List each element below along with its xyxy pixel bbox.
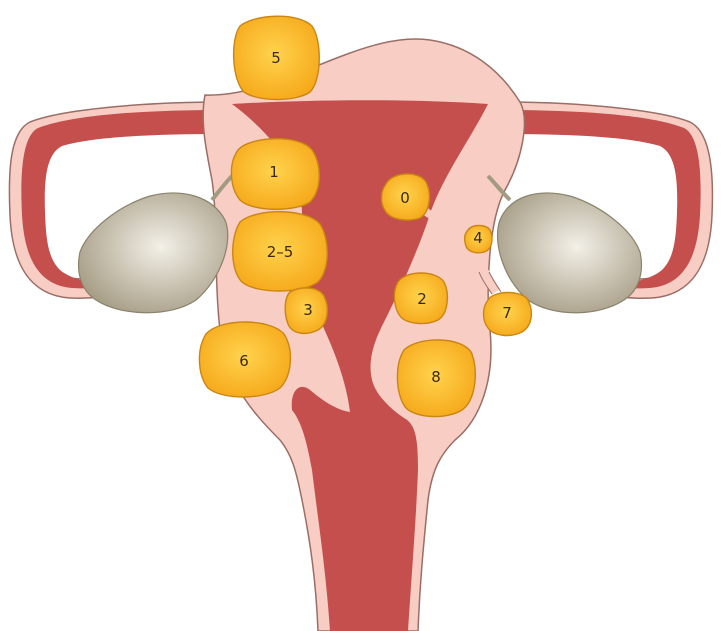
fibroid-label: 4 xyxy=(473,229,483,247)
fibroid-label: 2–5 xyxy=(267,243,294,261)
fibroid-0-pedunculated-submucosal: 0 xyxy=(382,174,430,220)
left-ovary xyxy=(79,193,228,313)
fibroid-label: 7 xyxy=(502,304,512,322)
fibroid-label: 0 xyxy=(400,189,410,207)
fibroid-1: 1 xyxy=(231,139,319,210)
fibroid-label: 3 xyxy=(303,301,313,319)
fibroid-3: 3 xyxy=(285,288,327,333)
fibroid-label: 5 xyxy=(271,49,281,67)
fibroid-label: 8 xyxy=(431,368,441,386)
fibroid-7-pedunculated-subserosal: 7 xyxy=(484,293,532,336)
fibroid-4-intramural: 4 xyxy=(465,226,492,253)
fibroid-label: 2 xyxy=(417,290,427,308)
fibroid-label: 1 xyxy=(269,163,279,181)
fibroid-label: 6 xyxy=(239,352,249,370)
fibroid-8: 8 xyxy=(397,340,475,417)
fibroid-6: 6 xyxy=(199,322,290,397)
fibroid-5-subserosal: 5 xyxy=(234,16,320,99)
fibroid-2-submucosal: 2 xyxy=(394,273,447,323)
fibroid-2-5: 2–5 xyxy=(233,212,328,291)
